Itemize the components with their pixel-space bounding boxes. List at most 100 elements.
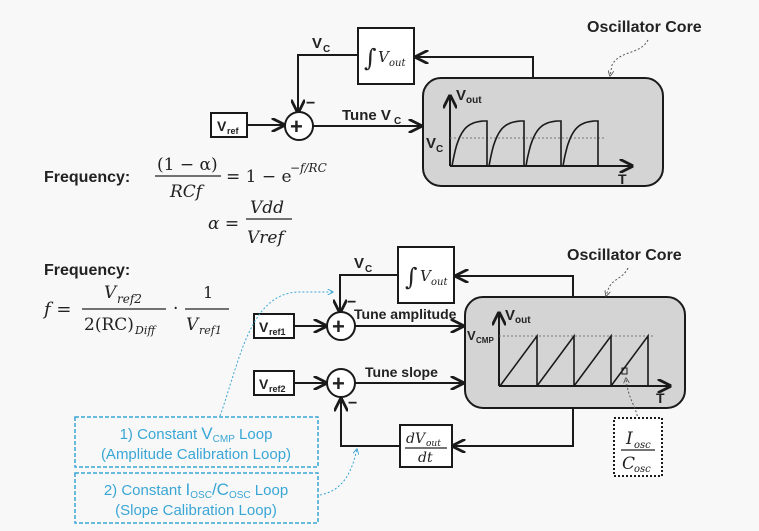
svg-text:out: out [515,315,531,326]
loop-labels: 1) Constant VCMP Loop (Amplitude Calibra… [74,292,357,524]
loop2-pointer [319,449,357,496]
loop1-line2: (Amplitude Calibration Loop) [101,446,291,463]
svg-text:V: V [420,267,433,285]
formula1-heading: Frequency: [44,169,130,186]
svg-text:dt: dt [418,450,433,466]
svg-text:V: V [426,135,436,152]
svg-text:ref2: ref2 [117,292,142,306]
tune-amplitude-label: Tune amplitude [354,306,457,322]
bottom-wave-cycle [610,333,649,387]
svg-text:−f/RC: −f/RC [290,161,327,175]
svg-text:V: V [259,376,269,392]
svg-text:osc: osc [634,440,651,451]
svg-text:Diff: Diff [134,324,157,337]
svg-text:2(RC): 2(RC) [84,315,134,335]
svg-text:V: V [259,319,269,335]
derivative-to-sum-wire [341,399,400,447]
svg-text:= 1 − e: = 1 − e [226,167,292,187]
bottom-core-title: Oscillator Core [567,247,682,264]
loop1-pointer [219,292,333,417]
svg-text:V: V [104,283,118,303]
svg-text:dV: dV [406,431,427,447]
svg-text:T: T [656,390,665,406]
svg-text:+: + [332,371,345,396]
svg-text:C: C [323,44,330,55]
svg-text:f =: f = [42,299,71,320]
bottom-feedback-wire [456,276,574,297]
svg-text:ref: ref [227,126,240,136]
bottom-wave-cycle [573,333,612,387]
svg-text:ref1: ref1 [199,324,222,337]
bottom-integrator-block [397,246,455,304]
svg-text:1: 1 [203,283,213,302]
svg-text:ref1: ref1 [269,327,286,337]
top-core-pointer [610,39,649,76]
vref1-block [253,313,295,339]
formula2-heading: Frequency: [44,262,130,279]
top-tune-label: Tune V [342,107,391,124]
svg-text:CMP: CMP [476,336,494,345]
top-integrator-v: V [378,48,391,66]
loop1-box [74,416,319,468]
formula-1: Frequency: (1 − α) RCf = 1 − e −f/RC α =… [44,155,327,248]
svg-text:ref2: ref2 [269,384,286,394]
formula-2: Frequency: f = V ref2 2(RC) Diff · 1 V r… [42,262,229,337]
top-oscillator-core [422,77,664,187]
top-vc-wire [298,54,358,112]
bottom-core-pointer [606,267,629,296]
top-core-title: Oscillator Core [587,19,702,36]
svg-text:V: V [505,307,515,324]
svg-text:V: V [186,315,200,335]
svg-text:·: · [173,299,178,319]
top-wave-cycle [488,120,525,167]
loop1-line1: 1) Constant VCMP Loop [120,424,273,445]
svg-text:∫: ∫ [405,263,418,291]
loop2-line2: (Slope Calibration Loop) [115,502,277,519]
top-feedback-wire [416,57,534,78]
bottom-wave-cycle [536,333,575,387]
svg-text:C: C [622,454,635,474]
top-loop: Oscillator Core ∫ V out V C − V ref + Tu… [210,19,702,187]
top-wave-cycle [525,120,562,167]
svg-text:C: C [436,144,443,155]
svg-text:V: V [456,87,466,104]
integral-symbol: ∫ [364,44,377,72]
svg-text:+: + [332,314,345,339]
svg-text:V: V [312,35,322,52]
svg-text:out: out [389,58,406,69]
slope-annotation-box [613,417,663,477]
svg-text:C: C [365,264,372,275]
tune-slope-label: Tune slope [365,364,438,380]
svg-text:(1 − α): (1 − α) [157,155,218,175]
bottom-wave-cycle [499,333,538,387]
derivative-feedback-wire [453,408,574,446]
loop2-box [74,472,319,524]
top-integrator-block [357,27,415,85]
svg-text:out: out [426,439,441,449]
svg-text:I: I [625,429,633,449]
svg-text:+: + [290,114,303,139]
bottom-oscillator-core [464,296,686,409]
svg-text:RCf: RCf [169,182,205,202]
top-minus-sign: − [306,95,315,112]
svg-text:C: C [394,116,401,127]
svg-text:Vdd: Vdd [250,198,284,218]
svg-text:V: V [354,255,364,272]
svg-text:Vref: Vref [247,228,286,248]
bottom-loop: Oscillator Core ∫ V out V C − V ref1 + T… [253,246,686,477]
svg-text:osc: osc [634,464,651,475]
svg-text:out: out [431,277,448,288]
bottom-waveform-plot: V out V CMP T [467,307,670,406]
svg-text:−: − [348,395,357,412]
top-waveform-plot: V out V C T [426,87,632,187]
svg-text:V: V [217,118,227,134]
svg-text:−: − [347,294,356,311]
svg-text:V: V [467,328,476,343]
top-wave-cycle [451,120,488,167]
bottom-vc-wire [340,274,398,312]
svg-text:α =: α = [208,214,239,234]
top-wave-cycle [562,120,599,167]
svg-text:T: T [618,171,627,187]
svg-text:out: out [466,95,482,106]
